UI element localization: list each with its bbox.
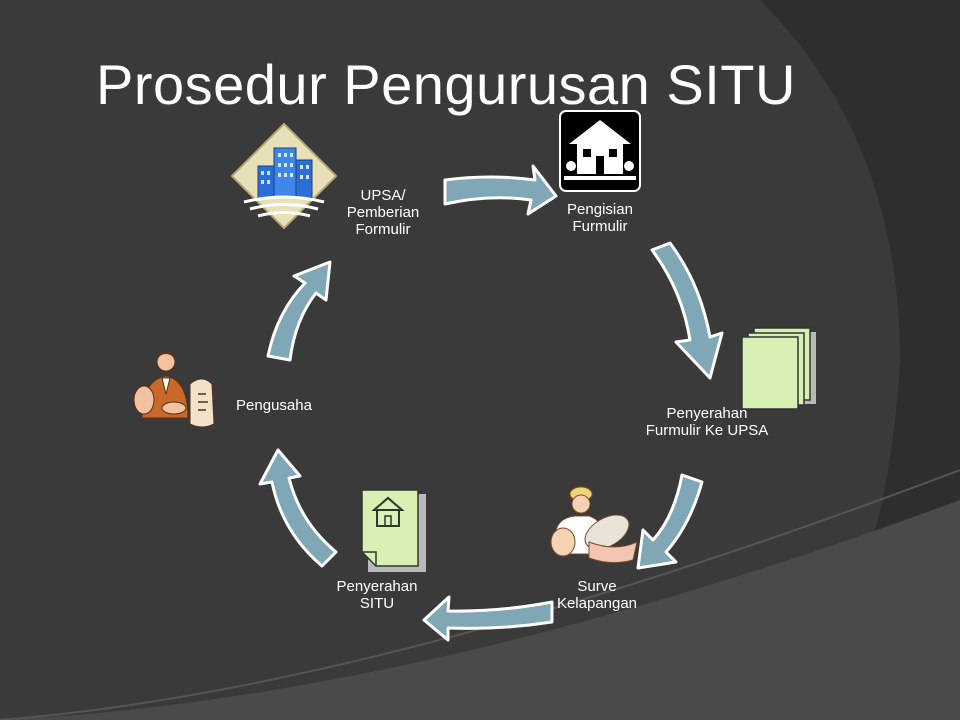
- office-buildings-icon: [230, 122, 338, 230]
- step-label-penyerahan-situ: Penyerahan SITU: [336, 578, 418, 612]
- step-label-pengisian: Pengisian Furmulir: [567, 201, 633, 235]
- businessman-icon: [133, 352, 215, 428]
- arrow-situ-to-pengusaha: [258, 448, 338, 568]
- arrow-penyerahan-to-surve: [636, 473, 704, 570]
- house-icon: [559, 110, 641, 192]
- step-label-upsa: UPSA/ Pemberian Formulir: [346, 187, 420, 238]
- slide-title: Prosedur Pengurusan SITU: [96, 53, 796, 116]
- arrow-surve-to-situ: [422, 595, 554, 642]
- step-label-penyerahan-furmulir: Penyerahan Furmulir Ke UPSA: [645, 405, 769, 439]
- stacked-documents-icon: [741, 327, 816, 410]
- arrow-upsa-to-pengisian: [443, 164, 558, 216]
- surveyor-icon: [550, 486, 638, 564]
- arrow-pengisian-to-penyerahan: [650, 241, 724, 380]
- step-label-surve: Surve Kelapangan: [556, 578, 638, 612]
- step-label-pengusaha: Pengusaha: [236, 397, 312, 414]
- arrow-pengusaha-to-upsa: [266, 260, 332, 362]
- house-document-icon: [361, 489, 426, 572]
